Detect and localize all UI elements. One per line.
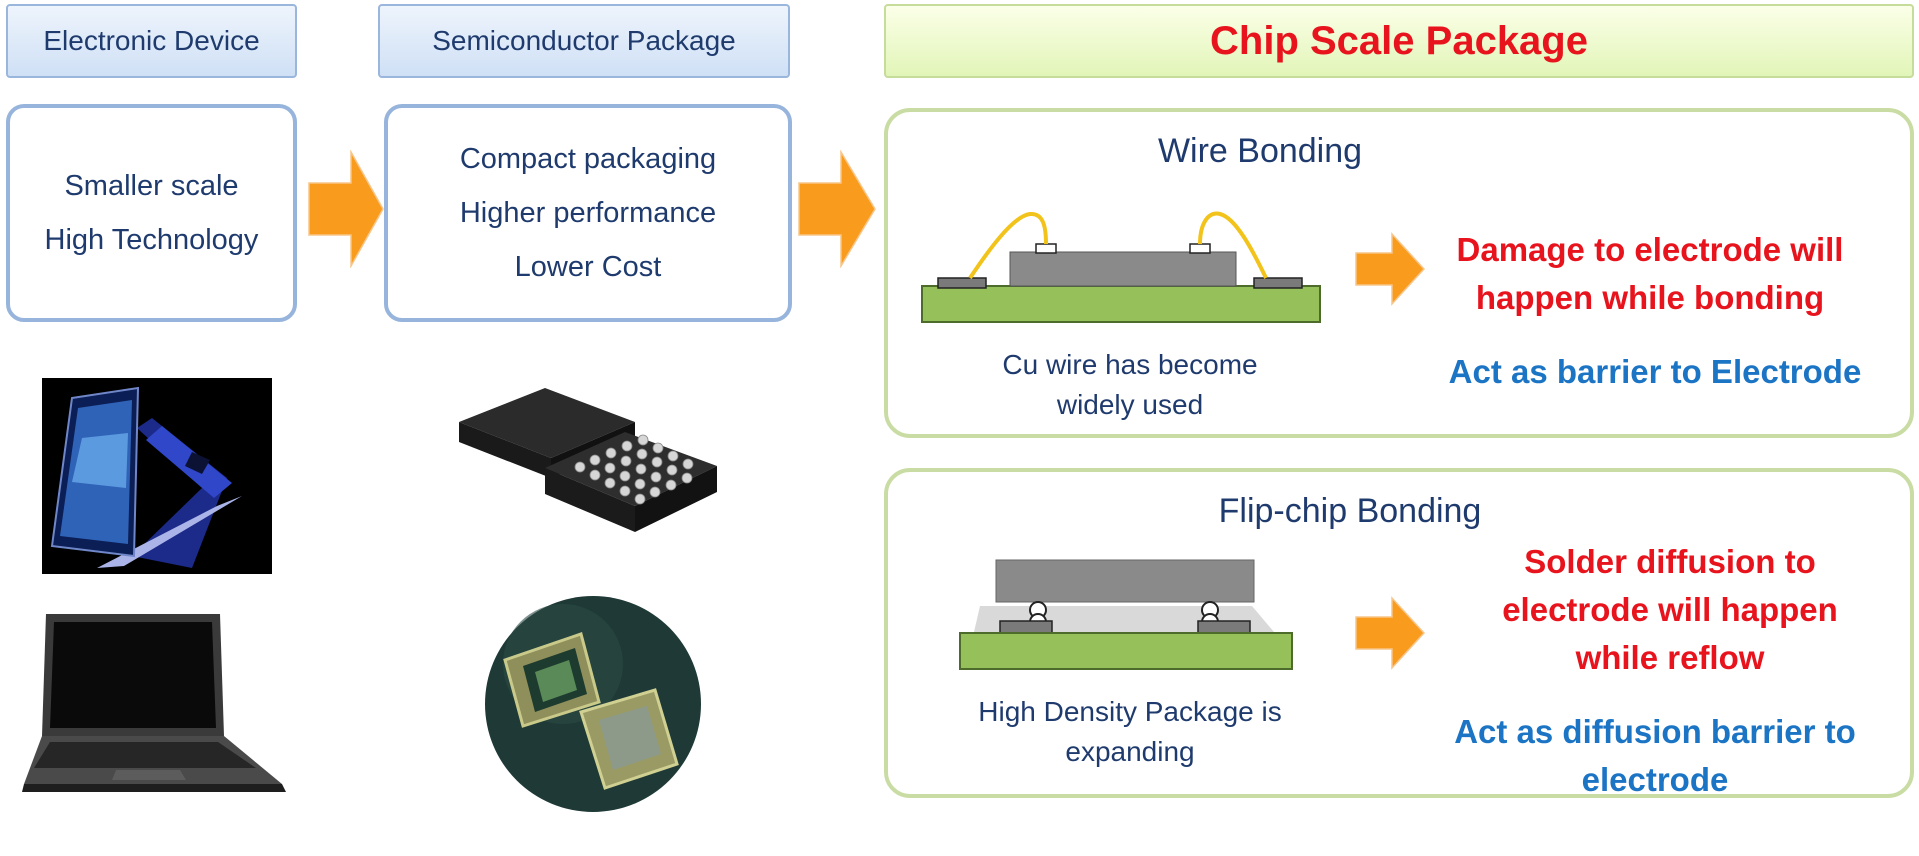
flip-chip-diagram — [959, 559, 1293, 670]
laptop-image — [20, 608, 290, 798]
electronic-device-header: Electronic Device — [6, 4, 297, 78]
caption-line: widely used — [1056, 389, 1204, 420]
device-line: High Technology — [44, 224, 259, 256]
caption-line: High Density Package is — [978, 696, 1282, 727]
package-line: Lower Cost — [514, 251, 662, 283]
caption-line: Cu wire has become — [1002, 349, 1258, 380]
device-line: Smaller scale — [64, 170, 239, 202]
chip-on-substrate-image — [485, 596, 701, 812]
wire-bonding-caption: Cu wire has become widely used — [940, 345, 1320, 425]
wire-bonding-title: Wire Bonding — [1157, 132, 1363, 170]
electronic-device-header-label: Electronic Device — [43, 25, 260, 56]
flip-chip-title: Flip-chip Bonding — [1218, 492, 1482, 530]
issue-line: while reflow — [1575, 639, 1765, 676]
flip-chip-role: Act as diffusion barrier to electrode — [1410, 708, 1900, 804]
caption-line: expanding — [1065, 736, 1195, 767]
semiconductor-package-header: Semiconductor Package — [378, 4, 790, 78]
device-box: Smaller scale High Technology — [6, 104, 297, 322]
issue-line: electrode will happen — [1502, 591, 1838, 628]
role-line: Act as diffusion barrier to — [1454, 713, 1856, 750]
issue-line: Damage to electrode will — [1456, 231, 1844, 268]
package-box: Compact packaging Higher performance Low… — [384, 104, 792, 322]
arrow-right-icon — [1355, 232, 1426, 306]
arrow-right-icon — [308, 150, 384, 268]
wire-bonding-issue: Damage to electrode will happen while bo… — [1410, 226, 1890, 322]
semiconductor-package-header-label: Semiconductor Package — [432, 25, 736, 56]
arrow-right-icon — [1355, 596, 1426, 670]
wire-bonding-diagram — [921, 211, 1321, 323]
arrow-right-icon — [798, 150, 876, 268]
chip-scale-package-header-label: Chip Scale Package — [1210, 18, 1588, 63]
smartphone-image — [42, 378, 272, 574]
package-line: Higher performance — [459, 197, 717, 229]
issue-line: happen while bonding — [1475, 279, 1825, 316]
chip-scale-package-header: Chip Scale Package — [884, 4, 1914, 78]
issue-line: Solder diffusion to — [1524, 543, 1816, 580]
role-line: electrode — [1581, 761, 1729, 798]
bga-chip-image — [455, 382, 725, 552]
flip-chip-caption: High Density Package is expanding — [940, 692, 1320, 772]
package-line: Compact packaging — [459, 143, 717, 175]
flip-chip-issue: Solder diffusion to electrode will happe… — [1430, 538, 1910, 682]
wire-bonding-role: Act as barrier to Electrode — [1448, 353, 1862, 390]
